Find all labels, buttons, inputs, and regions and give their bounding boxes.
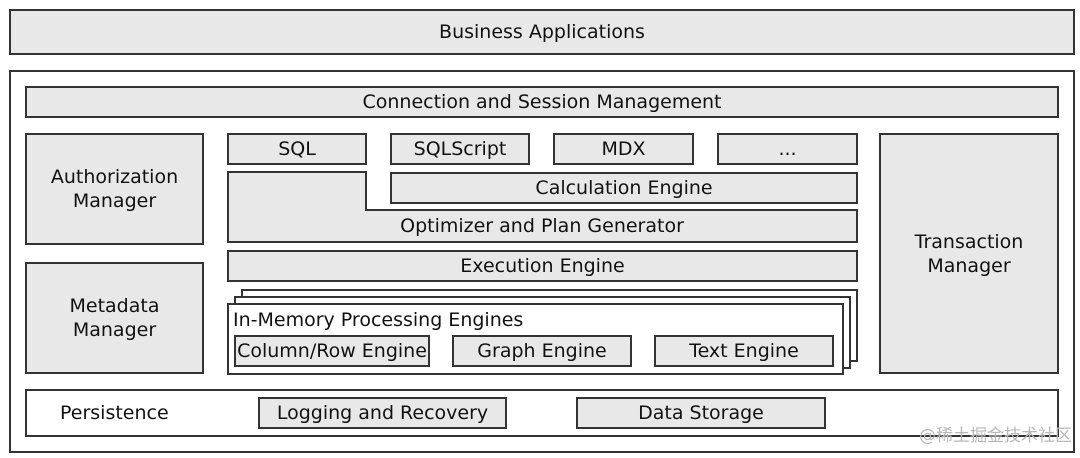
persistence-label: Persistence xyxy=(60,402,169,424)
in-memory-title: In-Memory Processing Engines xyxy=(233,309,524,331)
business-applications-box: Business Applications xyxy=(9,9,1075,55)
logging-recovery-box: Logging and Recovery xyxy=(258,397,507,429)
transaction-manager-label: Transaction Manager xyxy=(914,230,1024,277)
column-row-engine-box: Column/Row Engine xyxy=(234,335,430,367)
more-languages-box: ... xyxy=(717,133,858,165)
mdx-label: MDX xyxy=(601,138,646,160)
mdx-box: MDX xyxy=(553,133,694,165)
text-engine-label: Text Engine xyxy=(689,340,799,362)
transaction-manager-box: Transaction Manager xyxy=(879,133,1059,374)
column-row-engine-label: Column/Row Engine xyxy=(237,340,427,362)
metadata-manager-box: Metadata Manager xyxy=(25,262,204,374)
in-memory-title-wrap: In-Memory Processing Engines xyxy=(233,308,523,332)
more-languages-label: ... xyxy=(778,138,797,160)
sql-label: SQL xyxy=(278,138,316,160)
graph-engine-box: Graph Engine xyxy=(452,335,632,367)
sql-box: SQL xyxy=(227,133,367,165)
data-storage-box: Data Storage xyxy=(576,397,826,429)
authorization-manager-label: Authorization Manager xyxy=(50,166,179,212)
calculation-engine-box: Calculation Engine xyxy=(390,172,858,204)
connection-session-box: Connection and Session Management xyxy=(25,86,1059,118)
watermark-text: @稀土掘金技术社区 xyxy=(919,426,1072,446)
business-applications-label: Business Applications xyxy=(439,21,645,43)
authorization-manager-box: Authorization Manager xyxy=(25,133,204,245)
execution-engine-box: Execution Engine xyxy=(227,250,858,282)
connection-session-label: Connection and Session Management xyxy=(362,91,722,113)
graph-engine-label: Graph Engine xyxy=(477,340,607,362)
optimizer-label: Optimizer and Plan Generator xyxy=(400,215,684,237)
execution-engine-label: Execution Engine xyxy=(460,255,625,277)
logging-recovery-label: Logging and Recovery xyxy=(276,402,489,424)
metadata-manager-label: Metadata Manager xyxy=(69,295,160,341)
data-storage-label: Data Storage xyxy=(638,402,764,424)
sqlscript-box: SQLScript xyxy=(390,133,530,165)
persistence-label-wrap: Persistence xyxy=(60,401,169,425)
calculation-engine-label: Calculation Engine xyxy=(535,177,713,199)
text-engine-box: Text Engine xyxy=(654,335,834,367)
sqlscript-label: SQLScript xyxy=(413,138,507,160)
persistence-box xyxy=(25,389,1059,437)
optimizer-label-wrap: Optimizer and Plan Generator xyxy=(228,214,856,240)
